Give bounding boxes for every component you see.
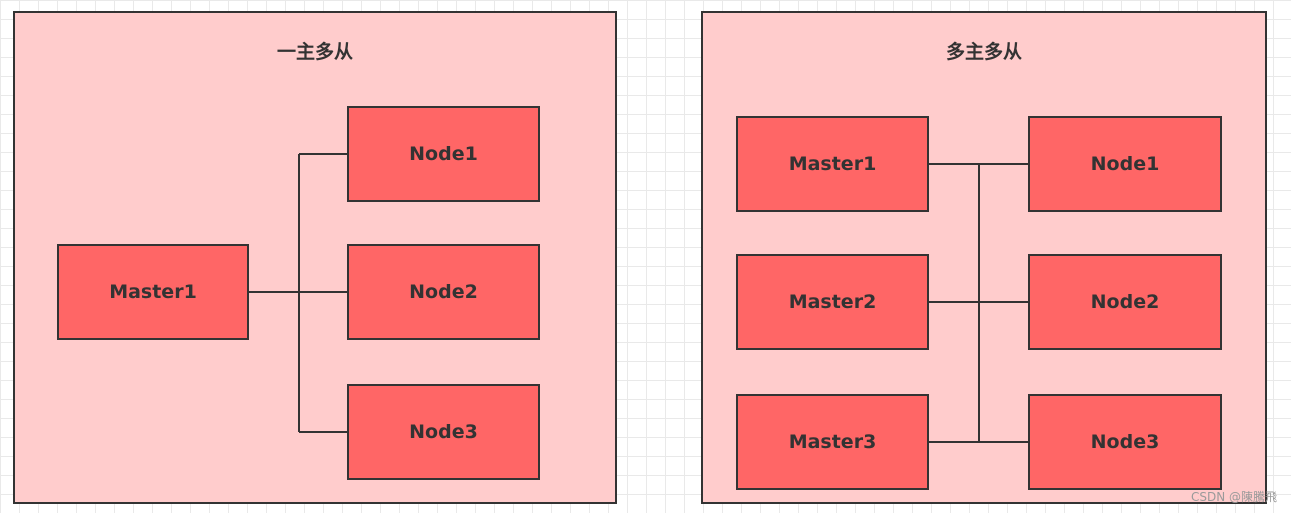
right-master2-box: Master2 bbox=[736, 254, 929, 350]
right-node2-box: Node2 bbox=[1028, 254, 1222, 350]
right-node1-box: Node1 bbox=[1028, 116, 1222, 212]
multi-master-panel-title: 多主多从 bbox=[945, 41, 1022, 63]
left-node2-box: Node2 bbox=[347, 244, 540, 340]
left-node1-box: Node1 bbox=[347, 106, 540, 202]
right-master1-box: Master1 bbox=[736, 116, 929, 212]
right-node3-box: Node3 bbox=[1028, 394, 1222, 490]
csdn-watermark: CSDN @陳騰飛 bbox=[1190, 490, 1277, 504]
right-master3-box: Master3 bbox=[736, 394, 929, 490]
left-node3-box: Node3 bbox=[347, 384, 540, 480]
one-master-panel-title: 一主多从 bbox=[276, 41, 353, 63]
left-master1-box: Master1 bbox=[57, 244, 249, 340]
